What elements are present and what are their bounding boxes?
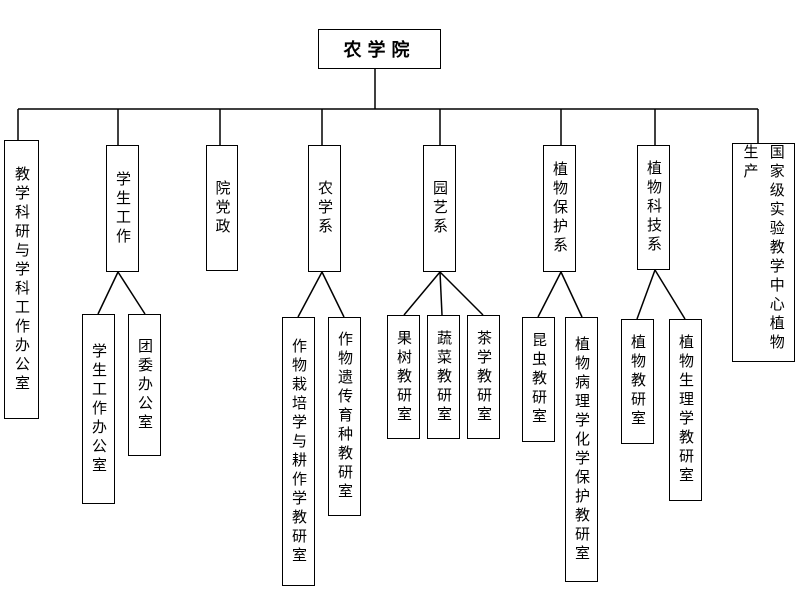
office-botany: 植物教研室 bbox=[621, 319, 654, 444]
dept-label: 教学科研与学科工作办公室 bbox=[13, 165, 31, 394]
connector bbox=[636, 269, 656, 320]
connector bbox=[654, 269, 686, 320]
office-plant-physiology: 植物生理学教研室 bbox=[669, 319, 702, 501]
office-tea: 茶学教研室 bbox=[467, 315, 500, 439]
office-label: 昆虫教研室 bbox=[530, 332, 548, 427]
dept-label: 植物保护系 bbox=[551, 161, 569, 256]
dept-party-admin: 院党政 bbox=[206, 145, 238, 271]
dept-plant-science-tech: 植物科技系 bbox=[637, 145, 670, 270]
connector bbox=[439, 271, 443, 316]
dept-student-work: 学生工作 bbox=[106, 145, 139, 272]
office-fruit-tree: 果树教研室 bbox=[387, 315, 420, 439]
dept-teaching-research-office: 教学科研与学科工作办公室 bbox=[4, 140, 39, 419]
office-label: 团委办公室 bbox=[136, 337, 154, 433]
office-label: 植物生理学教研室 bbox=[677, 334, 695, 486]
office-youth-league: 团委办公室 bbox=[128, 314, 161, 456]
office-label: 果树教研室 bbox=[395, 329, 413, 425]
dept-label: 学生工作 bbox=[114, 170, 132, 247]
office-label: 作物遗传育种教研室 bbox=[336, 331, 354, 502]
office-plant-pathology: 植物病理学化学保护教研室 bbox=[565, 317, 598, 582]
office-label: 植物教研室 bbox=[629, 334, 647, 429]
office-label: 植物病理学化学保护教研室 bbox=[573, 335, 591, 564]
office-label: 蔬菜教研室 bbox=[435, 329, 453, 425]
dept-label: 院党政 bbox=[213, 179, 232, 237]
office-vegetable: 蔬菜教研室 bbox=[427, 315, 460, 439]
dept-label: 植物科技系 bbox=[645, 160, 663, 255]
root-label: 农学院 bbox=[343, 40, 416, 61]
dept-label: 国家级实验教学中心植物生产 bbox=[741, 144, 786, 353]
office-entomology: 昆虫教研室 bbox=[522, 317, 555, 442]
connector bbox=[439, 271, 484, 316]
connector bbox=[117, 271, 146, 315]
root-node: 农学院 bbox=[318, 29, 441, 69]
connector bbox=[297, 271, 323, 318]
dept-horticulture: 园艺系 bbox=[423, 145, 456, 272]
office-label: 学生工作办公室 bbox=[90, 342, 108, 476]
connector bbox=[403, 271, 441, 316]
connector bbox=[321, 271, 345, 318]
connector bbox=[560, 271, 583, 318]
office-label: 茶学教研室 bbox=[475, 329, 493, 425]
office-crop-breeding: 作物遗传育种教研室 bbox=[328, 317, 361, 516]
connector bbox=[537, 271, 562, 318]
dept-label: 农学系 bbox=[316, 180, 334, 237]
connector bbox=[97, 271, 119, 315]
office-label: 作物栽培学与耕作学教研室 bbox=[290, 337, 308, 566]
dept-national-experimental-center: 国家级实验教学中心植物生产 bbox=[732, 143, 795, 362]
office-student-work: 学生工作办公室 bbox=[82, 314, 115, 504]
dept-label: 园艺系 bbox=[431, 180, 449, 237]
dept-agronomy: 农学系 bbox=[308, 145, 341, 272]
office-crop-cultivation: 作物栽培学与耕作学教研室 bbox=[282, 317, 315, 586]
dept-plant-protection: 植物保护系 bbox=[543, 145, 576, 272]
